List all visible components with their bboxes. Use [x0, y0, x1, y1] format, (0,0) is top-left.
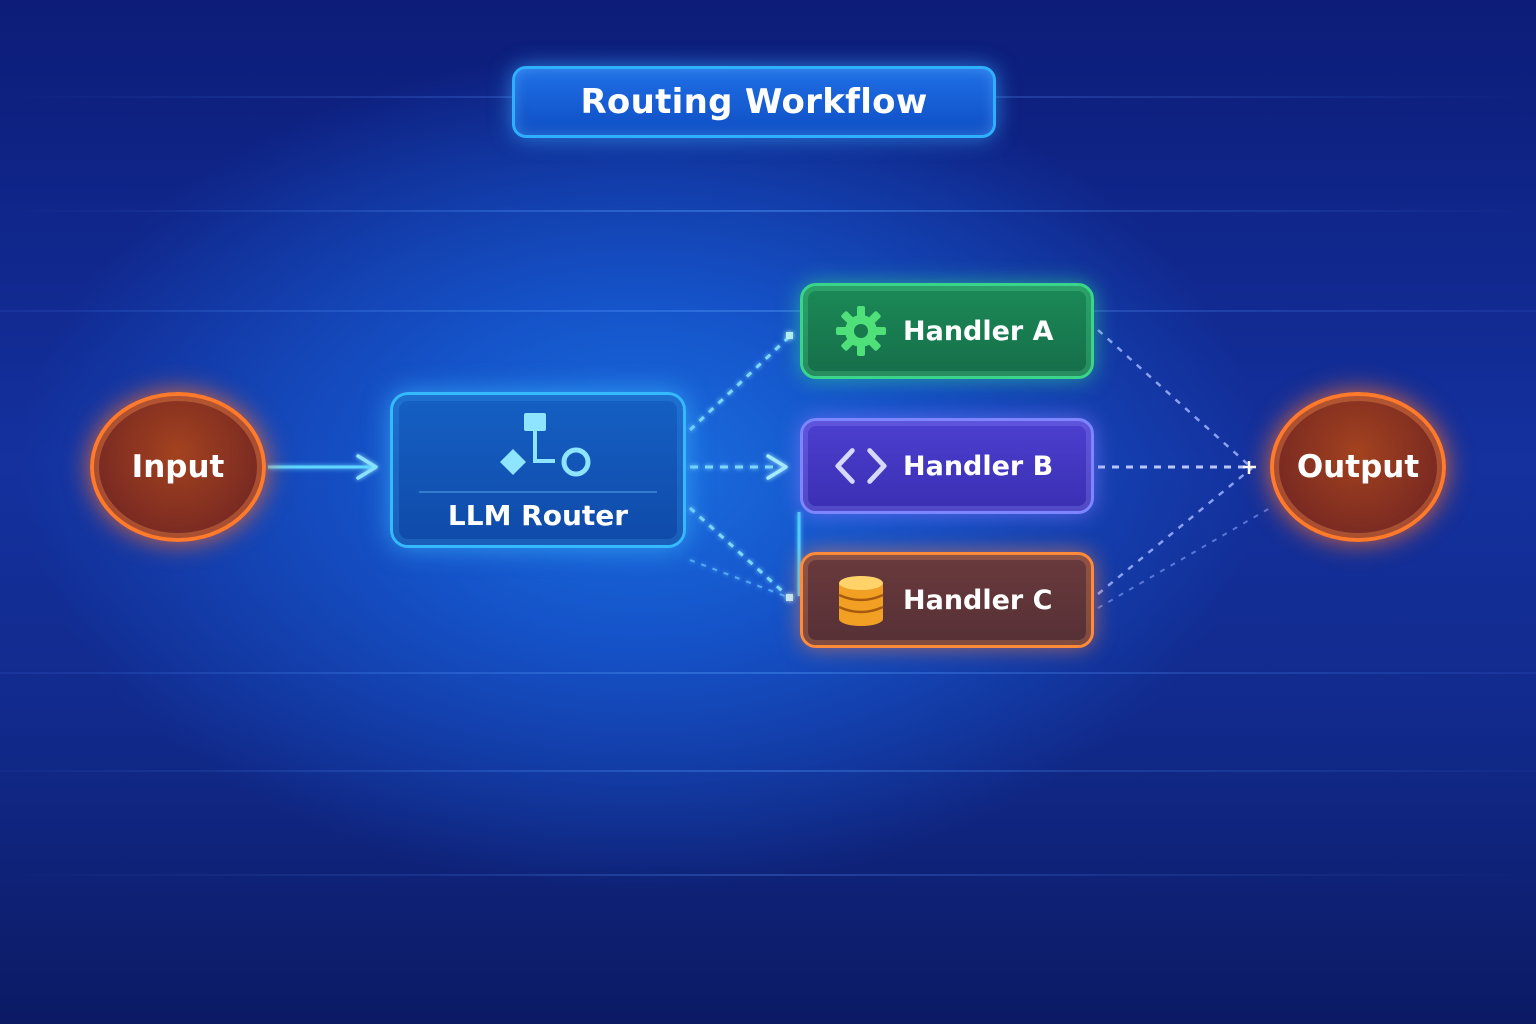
handler-b-node: Handler B [800, 418, 1094, 514]
handler-a-label: Handler A [903, 315, 1054, 347]
code-icon [833, 438, 889, 494]
input-to-router-arrow [268, 454, 378, 480]
handler-c-node: Handler C [800, 552, 1094, 648]
database-icon [833, 572, 889, 628]
background-grid-line [0, 672, 1536, 674]
output-node-label: Output [1296, 449, 1420, 485]
handler-c-label: Handler C [903, 584, 1053, 616]
diagram-title: Routing Workflow [512, 66, 996, 138]
llm-router-label: LLM Router [447, 499, 629, 532]
router-divider [419, 491, 657, 493]
handler-a-node: Handler A [800, 283, 1094, 379]
output-node: Output [1270, 392, 1446, 542]
background-grid-line [0, 310, 1536, 312]
router-to-handler-b-arrow [690, 454, 788, 480]
router-to-handler-a-connector [688, 332, 793, 432]
handler-b-label: Handler B [903, 450, 1054, 482]
llm-router-node: LLM Router [390, 392, 686, 548]
router-to-handler-c-connector [688, 506, 801, 601]
diagram-title-text: Routing Workflow [580, 82, 928, 122]
input-node: Input [90, 392, 266, 542]
background-grid-line [0, 210, 1536, 212]
input-node-label: Input [131, 449, 225, 485]
flowchart-icon [500, 413, 591, 477]
background-grid-line [0, 770, 1536, 772]
handlers-to-output-connectors [1097, 329, 1271, 609]
gear-icon [833, 303, 889, 359]
background-grid-line [0, 874, 1536, 876]
